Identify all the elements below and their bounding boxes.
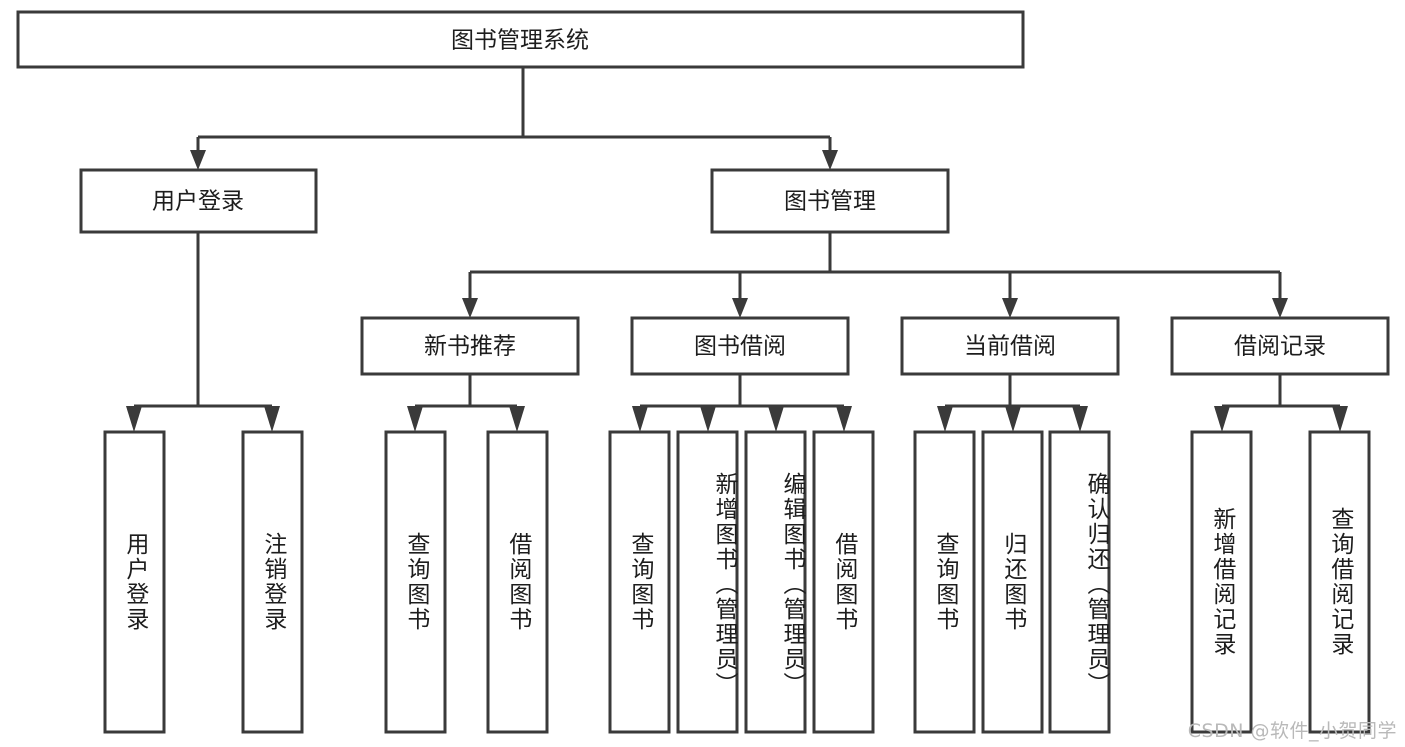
leaf-box-current-borrow-2[interactable]	[1048, 430, 1111, 734]
node-root-label: 图书管理系统	[451, 28, 589, 54]
arrowhead-leaf-new-book-1	[509, 406, 525, 432]
arrowhead-leaf-borrow-record-1	[1332, 406, 1348, 432]
node-new-book-recommend-label: 新书推荐	[424, 334, 516, 360]
node-user-login-label: 用户登录	[152, 189, 244, 215]
node-book-borrow-label: 图书借阅	[694, 334, 786, 360]
arrowhead-leaf-book-borrow-1	[700, 406, 716, 432]
leaf-box-book-borrow-1[interactable]	[676, 430, 739, 734]
leaf-box-current-borrow-1[interactable]	[981, 430, 1044, 734]
leaf-box-borrow-record-0[interactable]	[1190, 430, 1253, 734]
arrowhead-book-borrow	[732, 298, 748, 318]
csdn-watermark: CSDN @软件_小贺同学	[1187, 720, 1397, 742]
arrowhead-leaf-user-login-0	[126, 406, 142, 432]
node-root[interactable]	[16, 10, 1025, 69]
node-borrow-record-label: 借阅记录	[1234, 334, 1326, 360]
arrowhead-leaf-current-borrow-0	[937, 406, 953, 432]
node-borrow-record[interactable]	[1170, 316, 1390, 376]
arrowhead-leaf-current-borrow-2	[1072, 406, 1088, 432]
arrowhead-new-book	[462, 298, 478, 318]
edge-group-book-mgmt	[462, 232, 1288, 318]
arrowhead-borrow-record	[1272, 298, 1288, 318]
arrowhead-leaf-borrow-record-0	[1214, 406, 1230, 432]
arrowhead-book-mgmt	[822, 150, 838, 170]
edge-group-current-borrow	[937, 374, 1088, 432]
node-book-management[interactable]	[710, 168, 950, 234]
node-book-management-label: 图书管理	[784, 189, 876, 215]
arrowhead-leaf-user-login-1	[264, 406, 280, 432]
leaf-box-new-book-0[interactable]	[384, 430, 447, 734]
edge-group-new-book	[407, 374, 525, 432]
leaf-box-new-book-1[interactable]	[486, 430, 549, 734]
leaf-box-borrow-record-1[interactable]	[1308, 430, 1371, 734]
edge-group-book-borrow	[632, 374, 852, 432]
leaf-box-book-borrow-0[interactable]	[608, 430, 671, 734]
arrowhead-leaf-current-borrow-1	[1005, 406, 1021, 432]
leaf-box-user-login-1[interactable]	[241, 430, 304, 734]
edge-group-borrow-record	[1214, 374, 1348, 432]
arrowhead-leaf-book-borrow-0	[632, 406, 648, 432]
node-book-borrow[interactable]	[630, 316, 850, 376]
arrowhead-current-borrow	[1002, 298, 1018, 318]
arrowhead-user-login	[190, 150, 206, 170]
arrowhead-leaf-book-borrow-3	[836, 406, 852, 432]
node-user-login[interactable]	[79, 168, 318, 234]
arrowhead-leaf-new-book-0	[407, 406, 423, 432]
node-new-book-recommend[interactable]	[360, 316, 580, 376]
leaf-box-book-borrow-3[interactable]	[812, 430, 875, 734]
edge-group-root	[190, 67, 838, 170]
leaf-box-current-borrow-0[interactable]	[913, 430, 976, 734]
node-current-borrow-label: 当前借阅	[964, 334, 1056, 360]
node-current-borrow[interactable]	[900, 316, 1120, 376]
arrowhead-leaf-book-borrow-2	[768, 406, 784, 432]
leaf-box-book-borrow-2[interactable]	[744, 430, 807, 734]
leaf-box-user-login-0[interactable]	[103, 430, 166, 734]
edge-group-user-login	[126, 232, 280, 432]
